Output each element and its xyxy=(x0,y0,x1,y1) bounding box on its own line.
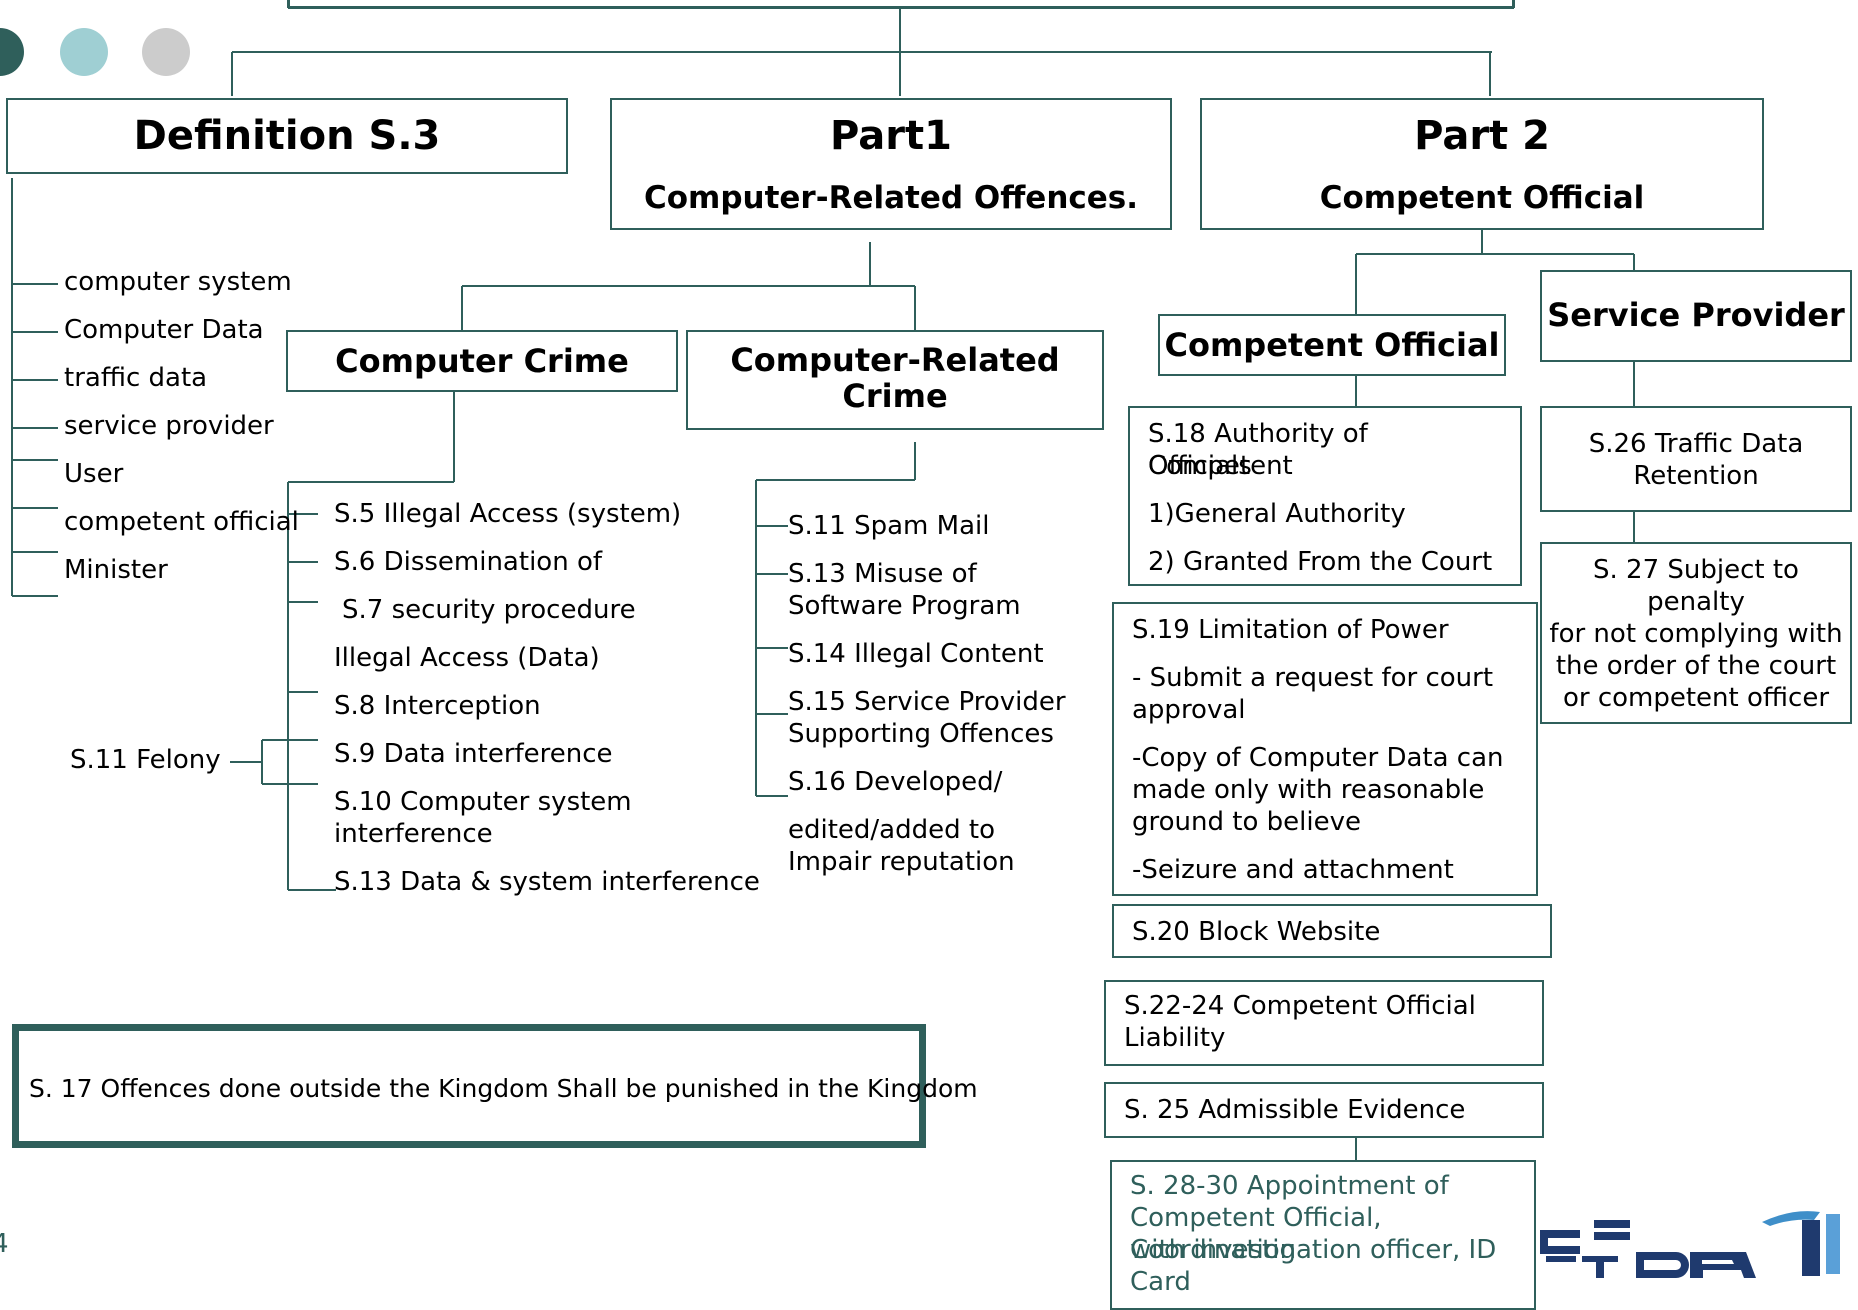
related-crime-item: S.13 Misuse of xyxy=(788,559,977,589)
decor-dot-teal xyxy=(60,28,108,76)
s19-line: - Submit a request for court xyxy=(1132,663,1494,693)
s28-line: with investigation officer, ID xyxy=(1130,1235,1497,1265)
computer-related-crime-box: Computer-Related Crime xyxy=(686,330,1104,430)
s19-box: S.19 Limitation of Power - Submit a requ… xyxy=(1112,602,1538,896)
s27-line: the order of the court xyxy=(1555,651,1837,681)
part1-title: Part1 xyxy=(830,113,952,159)
s22-box: S.22-24 Competent Official Liability xyxy=(1104,980,1544,1066)
computer-crime-item: S.6 Dissemination of xyxy=(334,547,602,577)
related-crime-item: Impair reputation xyxy=(788,847,1015,877)
root-box xyxy=(288,0,1514,8)
part2-title: Part 2 xyxy=(1414,113,1550,159)
s17-text: S. 17 Offences done outside the Kingdom … xyxy=(29,1074,978,1103)
decor-dot-grey xyxy=(142,28,190,76)
computer-crime-item: S.5 Illegal Access (system) xyxy=(334,499,682,529)
part2-box: Part 2 Competent Official xyxy=(1200,98,1764,230)
computer-crime-item: S.13 Data & system interference xyxy=(334,867,760,897)
related-crime-item: S.15 Service Provider xyxy=(788,687,1066,717)
related-crime-item: S.14 Illegal Content xyxy=(788,639,1044,669)
definition-item: competent official xyxy=(64,507,299,537)
s22-line: S.22-24 Competent Official xyxy=(1124,991,1476,1021)
related-crime-item: Supporting Offences xyxy=(788,719,1054,749)
s19-line: ground to believe xyxy=(1132,807,1361,837)
part1-box: Part1 Computer-Related Offences. xyxy=(610,98,1172,230)
s22-line: Liability xyxy=(1124,1023,1226,1053)
s25-box: S. 25 Admissible Evidence xyxy=(1104,1082,1544,1138)
s27-line: or competent officer xyxy=(1562,683,1830,713)
s27-line: for not complying with xyxy=(1549,619,1843,649)
s26-line: Retention xyxy=(1633,461,1759,491)
definition-box: Definition S.3 xyxy=(6,98,568,174)
s17-box: S. 17 Offences done outside the Kingdom … xyxy=(12,1024,978,1148)
computer-crime-item: S.7 security procedure xyxy=(342,595,636,625)
part2-subtitle: Competent Official xyxy=(1319,180,1645,216)
etda-logo-icon xyxy=(1540,1211,1840,1278)
s27-line: S. 27 Subject to penalty xyxy=(1593,555,1799,617)
s18-line: S.18 Authority of Competent xyxy=(1148,419,1368,481)
computer-crime-item: S.10 Computer system xyxy=(334,787,632,817)
definition-title: Definition S.3 xyxy=(133,113,441,159)
s26-box: S.26 Traffic Data Retention xyxy=(1540,406,1852,512)
computer-related-crime-title-line2: Crime xyxy=(842,377,948,415)
computer-crime-item: Illegal Access (Data) xyxy=(334,643,600,673)
s19-line: -Copy of Computer Data can xyxy=(1132,743,1504,773)
s28-line: S. 28-30 Appointment of xyxy=(1130,1171,1449,1201)
related-crime-item: S.16 Developed/ xyxy=(788,767,1003,797)
s19-line: approval xyxy=(1132,695,1246,725)
computer-crime-box: Computer Crime xyxy=(286,330,678,392)
computer-crime-item: interference xyxy=(334,819,493,849)
s19-line: -Seizure and attachment xyxy=(1132,855,1454,885)
s20-box: S.20 Block Website xyxy=(1112,904,1552,958)
computer-crime-item: S.9 Data interference xyxy=(334,739,613,769)
s18-line: Officials xyxy=(1148,451,1252,481)
s28-line: Competent Official, Coordination xyxy=(1130,1203,1382,1265)
s18-line: 1)General Authority xyxy=(1148,499,1406,529)
s18-line: 2) Granted From the Court xyxy=(1148,547,1493,577)
s26-line: S.26 Traffic Data xyxy=(1588,429,1804,459)
definition-item: traffic data xyxy=(64,363,208,393)
s27-box: S. 27 Subject to penalty for not complyi… xyxy=(1540,542,1852,724)
computer-crime-item: S.8 Interception xyxy=(334,691,541,721)
service-provider-title: Service Provider xyxy=(1547,296,1845,334)
computer-related-crime-title-line1: Computer-Related xyxy=(730,341,1060,379)
definition-item: User xyxy=(64,459,124,489)
s19-line: S.19 Limitation of Power xyxy=(1132,615,1449,645)
s19-line: made only with reasonable xyxy=(1132,775,1485,805)
computer-crime-title: Computer Crime xyxy=(335,342,629,380)
related-crime-item: S.11 Spam Mail xyxy=(788,511,990,541)
definition-item: Minister xyxy=(64,555,168,585)
definition-item: Computer Data xyxy=(64,315,264,345)
s28-line: Card xyxy=(1130,1267,1191,1297)
part1-subtitle: Computer-Related Offences. xyxy=(643,180,1139,216)
s25-text: S. 25 Admissible Evidence xyxy=(1124,1095,1466,1125)
service-provider-box: Service Provider xyxy=(1540,270,1852,362)
competent-official-title: Competent Official xyxy=(1164,326,1500,364)
related-crime-item: Software Program xyxy=(788,591,1021,621)
s18-box: S.18 Authority of Competent Officials 1)… xyxy=(1128,406,1522,586)
definition-item: service provider xyxy=(64,411,274,441)
definition-item: computer system xyxy=(64,267,292,297)
s28-box: S. 28-30 Appointment of Competent Offici… xyxy=(1110,1160,1536,1310)
competent-official-box: Competent Official xyxy=(1158,314,1506,376)
s20-text: S.20 Block Website xyxy=(1132,917,1381,947)
page-number: 4 xyxy=(0,1229,9,1259)
related-crime-item: edited/added to xyxy=(788,815,995,845)
felony-label: S.11 Felony xyxy=(70,745,221,775)
